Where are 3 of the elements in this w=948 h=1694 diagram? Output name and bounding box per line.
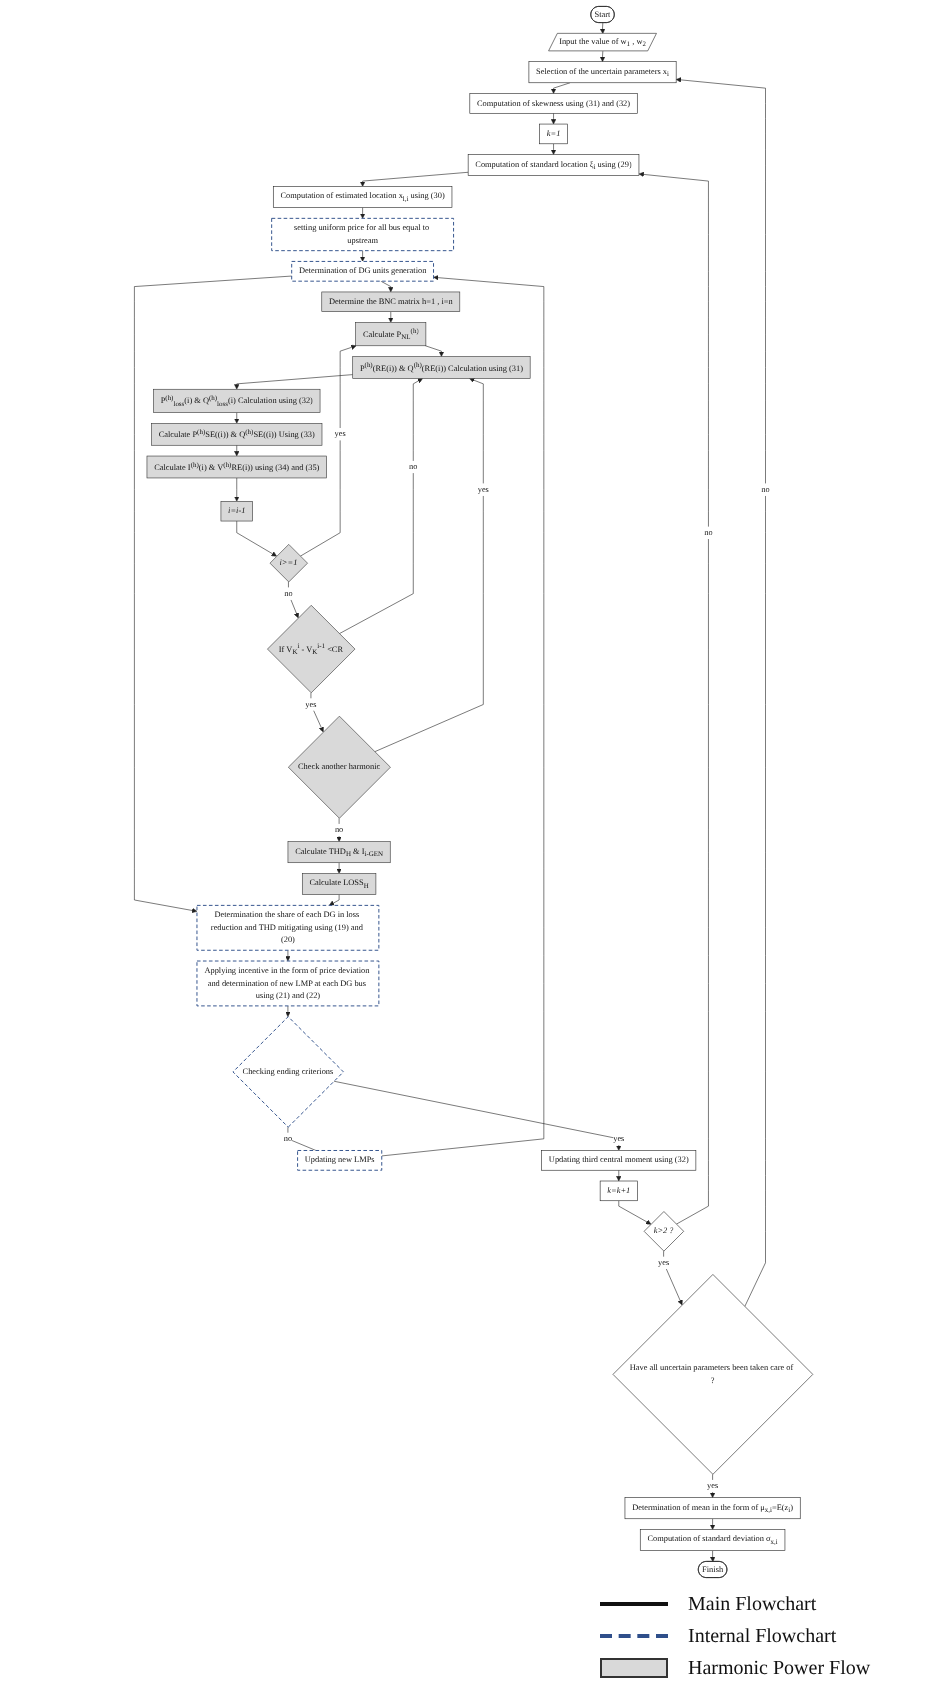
legend-label: Main Flowchart <box>688 1593 817 1615</box>
legend-label: Internal Flowchart <box>688 1625 837 1647</box>
legend-label: Harmonic Power Flow <box>688 1657 871 1679</box>
